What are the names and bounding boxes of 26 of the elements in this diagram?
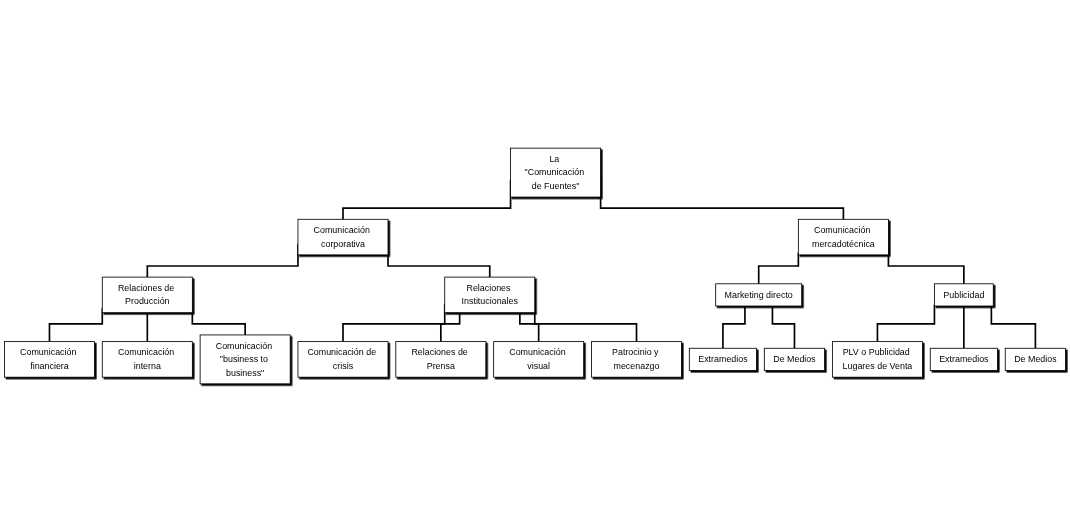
- node-box: Patrocinio y mecenazgo: [591, 341, 682, 378]
- node-box: Comunicación visual: [493, 341, 585, 378]
- node-box: Marketing directo: [715, 283, 803, 307]
- connector: [722, 305, 746, 350]
- node-box: Comunicación mercadotécnica: [797, 218, 889, 256]
- node-box: De Medios: [1004, 347, 1066, 371]
- connector: [771, 305, 796, 350]
- node-box: Relaciones Institucionales: [444, 276, 536, 314]
- connector: [440, 311, 461, 343]
- node-box: Relaciones de Producción: [101, 276, 193, 314]
- node-box: Comunicación corporativa: [297, 218, 389, 256]
- node-box: Publicidad: [934, 283, 994, 307]
- node-box: Comunicación de crisis: [297, 341, 389, 378]
- connector: [990, 305, 1037, 350]
- connector: [146, 311, 149, 343]
- node-box: Comunicación interna: [101, 341, 193, 378]
- node-box: De Medios: [763, 347, 826, 371]
- node-box: Extramedios: [929, 347, 998, 371]
- node-box: Relaciones de Prensa: [395, 341, 487, 378]
- connector: [519, 311, 540, 343]
- connector: [963, 305, 965, 350]
- node-box: PLV o Publicidad Lugares de Venta: [832, 341, 923, 378]
- node-box: Extramedios: [688, 347, 757, 371]
- node-box: La "Comunicación de Fuentes": [510, 147, 602, 198]
- node-box: Comunicación financiera: [4, 341, 95, 378]
- node-box: Comunicación "business to business": [199, 334, 291, 385]
